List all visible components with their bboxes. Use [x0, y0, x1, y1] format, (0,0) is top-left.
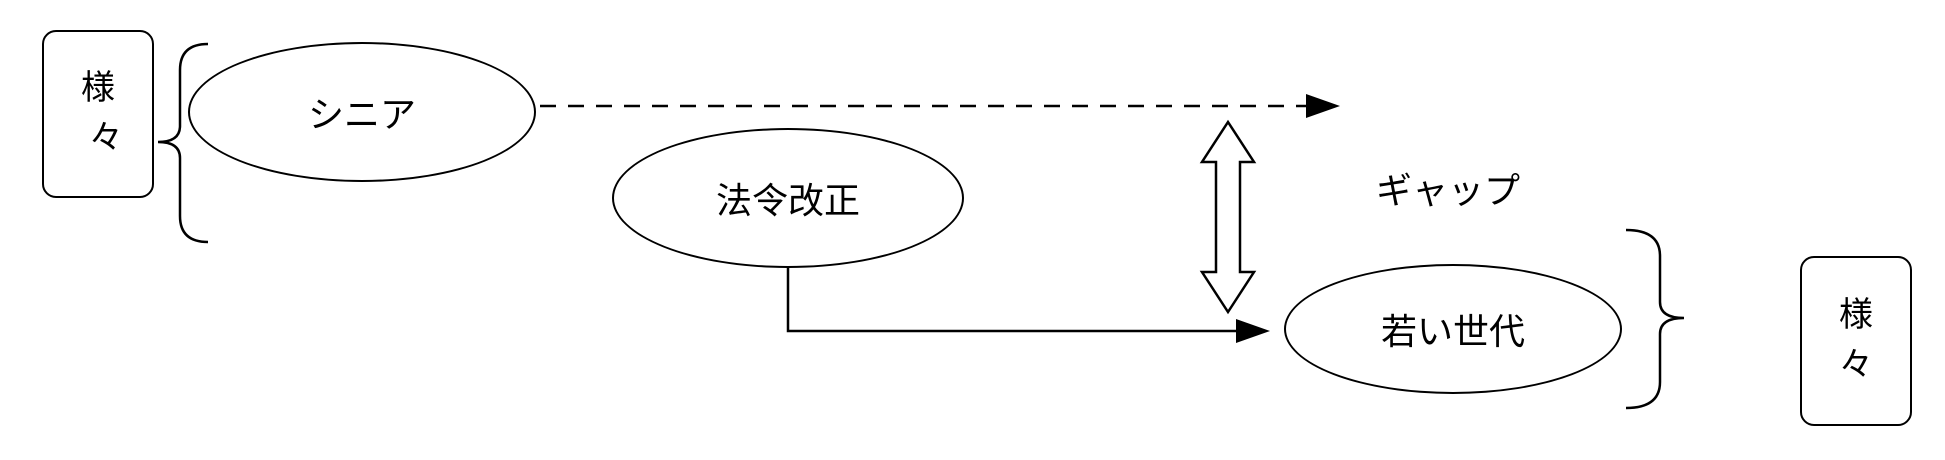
right-samazama-box: 様 々: [1800, 256, 1912, 426]
node-law-reform-label: 法令改正: [715, 181, 860, 221]
node-senior: シニア: [188, 42, 536, 182]
node-law-reform: 法令改正: [612, 128, 964, 268]
gap-label: ギャップ: [1375, 171, 1520, 211]
left-box-char-top: 様: [81, 70, 115, 107]
node-young-generation: 若い世代: [1284, 264, 1622, 394]
elbow-connector-arrow-head: [1236, 319, 1270, 343]
left-box-char-bottom: 々: [89, 120, 123, 157]
left-brace-shape: [157, 42, 209, 244]
node-young-generation-label: 若い世代: [1380, 312, 1525, 352]
node-senior-label: シニア: [307, 95, 416, 135]
dashed-arrow-head: [1306, 94, 1340, 118]
right-box-char-bottom: 々: [1839, 347, 1873, 384]
right-box-char-top: 様: [1839, 297, 1873, 334]
right-brace-shape: [1625, 228, 1685, 410]
elbow-connector-line: [786, 268, 1240, 333]
left-samazama-box: 様 々: [42, 30, 154, 198]
gap-double-arrow: [1199, 119, 1257, 315]
